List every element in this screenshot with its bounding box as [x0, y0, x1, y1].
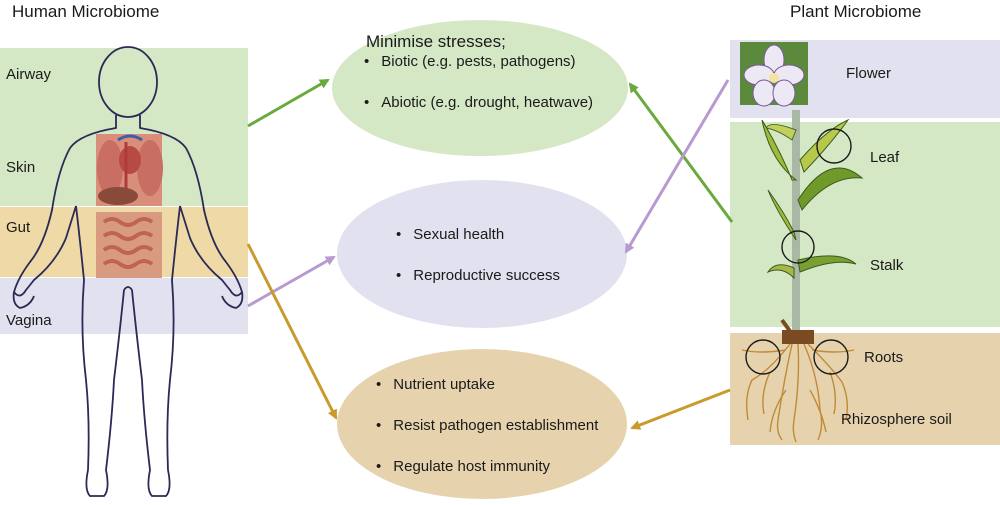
- stress-item-biotic-text: Biotic (e.g. pests, pathogens): [381, 53, 576, 70]
- human-region-skin: Skin: [6, 159, 36, 176]
- reproduction-ellipse: [337, 180, 627, 328]
- arrow-plant-to-reproduction: [624, 79, 730, 254]
- reproduction-item-sexual-health: Sexual health: [396, 226, 504, 243]
- arrow-plant-to-stress: [628, 82, 734, 223]
- reproduction-item-success-text: Reproductive success: [413, 267, 560, 284]
- plant-region-roots: Roots: [864, 349, 904, 366]
- human-region-gut: Gut: [6, 219, 31, 236]
- nutrition-item-resist-pathogen: Resist pathogen establishment: [376, 417, 598, 434]
- plant-region-rhizosphere-soil: Rhizosphere soil: [841, 411, 952, 428]
- reproduction-item-success: Reproductive success: [396, 267, 560, 284]
- nutrition-item-nutrient-uptake: Nutrient uptake: [376, 376, 495, 393]
- human-body-illustration: [12, 46, 244, 497]
- human-microbiome-title: Human Microbiome: [12, 2, 160, 21]
- nutrition-item-regulate-immunity: Regulate host immunity: [376, 458, 550, 475]
- flower-photo: [740, 42, 808, 107]
- plant-illustration: [761, 110, 864, 344]
- arrow-plant-to-nutrition: [630, 388, 731, 430]
- roots-illustration: [741, 343, 855, 443]
- plant-region-flower: Flower: [846, 65, 892, 82]
- vagina-band: [0, 278, 248, 334]
- plant-microbiome-title: Plant Microbiome: [790, 2, 922, 21]
- highlight-circles: [745, 128, 852, 375]
- nutrition-item-resist-pathogen-text: Resist pathogen establishment: [393, 417, 599, 434]
- human-region-vagina: Vagina: [6, 312, 52, 329]
- stress-item-abiotic-text: Abiotic (e.g. drought, heatwave): [381, 94, 594, 111]
- stress-item-abiotic: Abiotic (e.g. drought, heatwave): [364, 94, 593, 111]
- nutrition-item-nutrient-uptake-text: Nutrient uptake: [393, 376, 495, 393]
- reproduction-item-sexual-health-text: Sexual health: [413, 226, 505, 243]
- arrow-human-to-nutrition: [246, 243, 338, 420]
- nutrition-item-regulate-immunity-text: Regulate host immunity: [393, 458, 551, 475]
- organs-illustration: [96, 134, 163, 278]
- plant-region-stalk: Stalk: [870, 257, 904, 274]
- human-region-airway: Airway: [6, 66, 52, 83]
- stress-heading: Minimise stresses;: [366, 32, 506, 51]
- arrow-human-to-reproduction: [247, 255, 336, 308]
- plant-region-leaf: Leaf: [870, 149, 900, 166]
- arrow-human-to-stress: [247, 78, 330, 128]
- stress-item-biotic: Biotic (e.g. pests, pathogens): [364, 53, 576, 70]
